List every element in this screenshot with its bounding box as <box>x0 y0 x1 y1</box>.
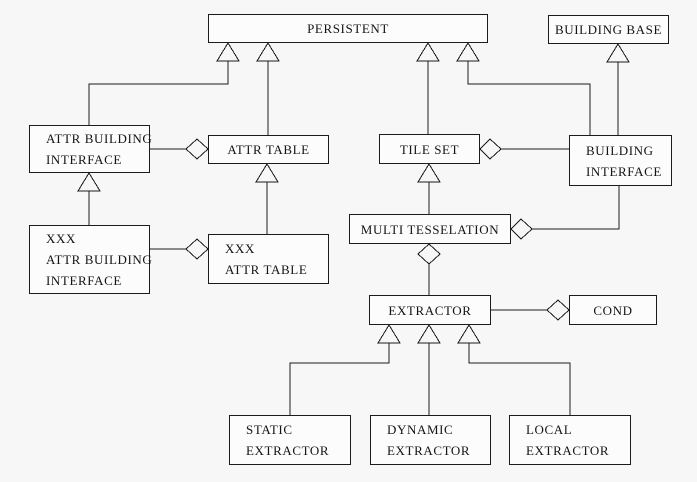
node-label: EXTRACTOR <box>246 443 330 458</box>
node-label: PERSISTENT <box>307 21 389 36</box>
edge-aggregation-attr-table-has-attr-building-interface <box>150 138 209 160</box>
node-label: EXTRACTOR <box>388 302 472 318</box>
edge-inheritance-local-extractor-to-extractor <box>457 324 571 415</box>
edge-inheritance-static-extractor-to-extractor <box>289 324 401 415</box>
node-building-interface: BUILDING INTERFACE <box>569 135 672 186</box>
edge-inheritance-building-interface-to-persistent <box>456 42 591 135</box>
node-label: TILE SET <box>399 141 460 157</box>
node-local-extractor: LOCAL EXTRACTOR <box>509 415 631 465</box>
aggregation-diamond-icon <box>510 218 533 240</box>
edge-inheritance-attr-building-interface-to-persistent <box>88 42 240 125</box>
node-label: XXX <box>46 231 76 246</box>
node-label: ATTR TABLE <box>225 262 308 277</box>
node-label: INTERFACE <box>586 163 662 179</box>
inheritance-triangle-icon <box>457 324 481 344</box>
edge-inheritance-xxx-attr-table-to-attr-table <box>255 163 279 234</box>
node-attr-building-interface: ATTR BUILDING INTERFACE <box>29 125 153 173</box>
aggregation-diamond-icon <box>479 138 502 160</box>
edge-aggregation-xxx-attr-table-has-xxx-attr-building-interface <box>150 238 209 260</box>
connector-line <box>88 61 229 125</box>
edge-inheritance-attr-table-to-persistent <box>256 42 280 135</box>
node-label: LOCAL <box>526 422 573 437</box>
node-cond: COND <box>569 295 657 325</box>
node-label: DYNAMIC <box>387 422 454 437</box>
node-label: BUILDING BASE <box>554 22 663 37</box>
edge-inheritance-tile-set-to-persistent <box>416 42 440 134</box>
node-label: INTERFACE <box>46 273 122 288</box>
aggregation-diamond-icon <box>185 238 209 260</box>
node-attr-table: ATTR TABLE <box>208 135 329 164</box>
connector-line <box>467 61 591 135</box>
inheritance-triangle-icon <box>216 42 240 62</box>
node-building-base: BUILDING BASE <box>548 15 669 44</box>
node-tile-set: TILE SET <box>379 134 480 164</box>
node-label: COND <box>593 302 633 318</box>
aggregation-diamond-icon <box>546 299 570 321</box>
inheritance-triangle-icon <box>77 172 101 192</box>
node-multi-tesselation: MULTI TESSELATION <box>349 214 511 244</box>
node-label: EXTRACTOR <box>387 443 471 458</box>
node-extractor: EXTRACTOR <box>369 295 491 325</box>
node-label: ATTR BUILDING <box>46 252 153 267</box>
edge-aggregation-tile-set-has-building-interface <box>479 138 569 160</box>
node-label: ATTR BUILDING <box>46 131 153 146</box>
inheritance-triangle-icon <box>377 324 401 344</box>
inheritance-triangle-icon <box>255 163 279 183</box>
node-label: MULTI TESSELATION <box>360 221 500 237</box>
connector-line <box>468 343 571 415</box>
node-xxx-attr-table: XXX ATTR TABLE <box>208 234 329 284</box>
inheritance-triangle-icon <box>456 42 480 62</box>
node-label: EXTRACTOR <box>526 443 610 458</box>
inheritance-triangle-icon <box>606 43 630 63</box>
node-label: XXX <box>225 241 255 256</box>
node-xxx-attr-building-interface: XXX ATTR BUILDING INTERFACE <box>29 225 153 294</box>
edge-aggregation-multi-tesselation-has-extractor <box>417 243 441 295</box>
edge-inheritance-dynamic-extractor-to-extractor <box>417 324 441 415</box>
node-static-extractor: STATIC EXTRACTOR <box>229 415 351 465</box>
inheritance-triangle-icon <box>416 42 440 62</box>
edge-aggregation-multi-tesselation-has-building-interface <box>510 186 620 240</box>
node-label: BUILDING <box>586 142 654 158</box>
node-persistent: PERSISTENT <box>208 14 488 43</box>
node-label: STATIC <box>246 422 293 437</box>
connector-line <box>532 186 620 230</box>
inheritance-triangle-icon <box>417 324 441 344</box>
node-dynamic-extractor: DYNAMIC EXTRACTOR <box>370 415 491 465</box>
inheritance-triangle-icon <box>256 42 280 62</box>
node-label: ATTR TABLE <box>227 142 310 157</box>
aggregation-diamond-icon <box>185 138 209 160</box>
connector-line <box>289 343 390 415</box>
aggregation-diamond-icon <box>417 243 441 265</box>
node-label: INTERFACE <box>46 152 122 167</box>
inheritance-triangle-icon <box>417 163 441 183</box>
edge-inheritance-building-interface-to-building-base <box>606 43 630 135</box>
edge-aggregation-cond-has-extractor <box>491 299 570 321</box>
edge-inheritance-xxx-attr-building-interface-to-attr-building-interface <box>77 172 101 225</box>
edge-inheritance-multi-tesselation-to-tile-set <box>417 163 441 214</box>
